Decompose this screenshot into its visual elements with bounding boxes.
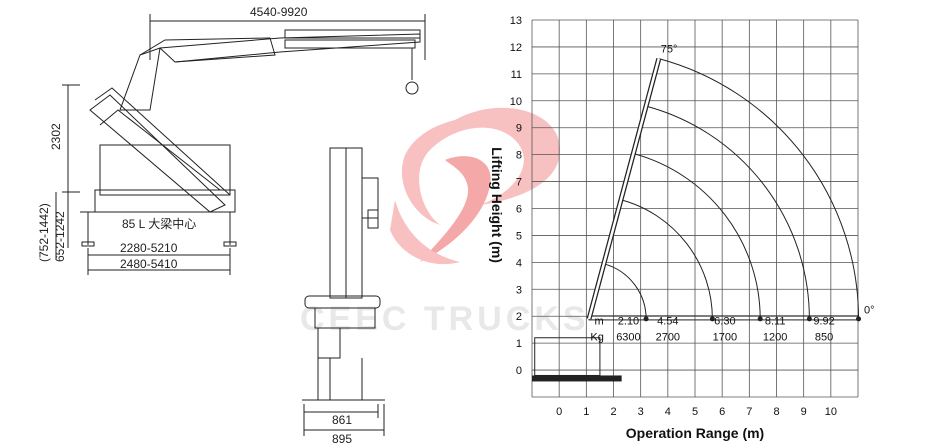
y-tick-label: 5 — [516, 230, 522, 242]
crane-side-view — [55, 14, 426, 275]
load-row-label: Kg — [590, 331, 603, 343]
dim-front-861: 861 — [332, 413, 352, 427]
y-tick-label: 2 — [516, 311, 522, 323]
reach-arc — [658, 58, 860, 319]
dim-leg-range-b: 652-1242 — [53, 211, 67, 262]
range-value: 2.10 — [618, 315, 639, 327]
x-tick-label: 9 — [801, 406, 807, 418]
y-tick-label: 11 — [511, 69, 522, 81]
base-center-label: 85 L 大梁中心 — [122, 216, 196, 231]
x-tick-label: 2 — [610, 406, 616, 418]
x-tick-label: 0 — [556, 406, 562, 418]
x-tick-label: 1 — [583, 406, 589, 418]
y-tick-label: 0 — [516, 365, 522, 377]
range-value: 8.11 — [765, 315, 786, 327]
angle-label-75: 75° — [661, 44, 678, 56]
dim-top-length: 4540-9920 — [250, 5, 308, 19]
reach-arc — [620, 199, 713, 319]
x-axis-title: Operation Range (m) — [626, 425, 764, 441]
x-tick-label: 4 — [665, 406, 671, 418]
range-value: 9.92 — [813, 315, 834, 327]
range-row-label: m — [594, 315, 603, 327]
dim-height-2302: 2302 — [49, 123, 63, 150]
y-axis-title: Lifting Height (m) — [489, 147, 505, 263]
reach-point — [757, 316, 763, 322]
x-tick-label: 6 — [719, 406, 725, 418]
capacity-value: 850 — [815, 331, 833, 343]
y-tick-label: 10 — [510, 96, 522, 108]
x-tick-label: 10 — [825, 406, 837, 418]
capacity-value: 1700 — [713, 331, 737, 343]
x-tick-label: 7 — [746, 406, 752, 418]
y-tick-label: 8 — [516, 150, 522, 162]
reach-point — [806, 316, 812, 322]
dim-outrigger-outer: 2480-5410 — [120, 257, 178, 271]
capacity-value: 6300 — [616, 331, 640, 343]
range-value: 6.30 — [714, 315, 735, 327]
range-value: 4.54 — [657, 315, 678, 327]
y-tick-label: 9 — [516, 123, 522, 135]
x-tick-label: 5 — [692, 406, 698, 418]
y-tick-label: 7 — [516, 177, 522, 189]
y-tick-label: 12 — [510, 42, 522, 54]
crane-front-view — [302, 147, 385, 436]
dim-front-895: 895 — [332, 432, 352, 446]
crane-foot — [532, 375, 622, 382]
y-tick-label: 1 — [516, 338, 522, 350]
x-tick-label: 8 — [773, 406, 779, 418]
reach-point — [643, 316, 649, 322]
y-tick-label: 4 — [516, 257, 522, 269]
dim-leg-range-a: (752-1442) — [37, 203, 51, 262]
reach-arc — [645, 105, 810, 319]
y-tick-label: 3 — [516, 284, 522, 296]
y-tick-label: 13 — [510, 15, 522, 27]
watermark-text: CEEC TRUCKS — [300, 300, 590, 338]
brand-logo-watermark — [390, 107, 560, 265]
boom-75-deg-inner — [587, 58, 661, 320]
x-tick-label: 3 — [638, 406, 644, 418]
y-tick-label: 6 — [516, 204, 522, 216]
reach-arc — [633, 153, 761, 319]
capacity-value: 2700 — [656, 331, 680, 343]
angle-label-0: 0° — [864, 305, 875, 317]
capacity-value: 1200 — [763, 331, 787, 343]
reach-arc — [603, 263, 647, 319]
dim-outrigger-inner: 2280-5210 — [120, 241, 178, 255]
